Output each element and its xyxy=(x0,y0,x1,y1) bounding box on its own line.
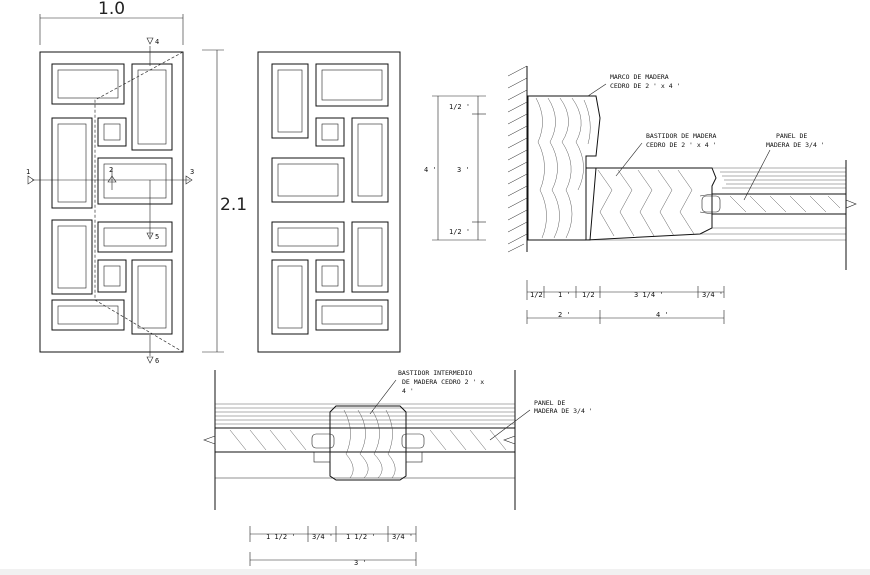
svg-text:CEDRO DE 2 ' x 4 ': CEDRO DE 2 ' x 4 ' xyxy=(646,141,716,149)
svg-text:1/2: 1/2 xyxy=(530,291,543,299)
svg-text:3 1/4 ': 3 1/4 ' xyxy=(634,291,664,299)
section-marker-right: 3 xyxy=(185,168,194,185)
mullion-section-detail: BASTIDOR INTERMEDIO DE MADERA CEDRO 2 ' … xyxy=(203,369,593,567)
section-marker-middle: 5 xyxy=(146,232,159,241)
section-marker-bottom: 6 xyxy=(146,356,159,365)
svg-text:3/4 ': 3/4 ' xyxy=(702,291,723,299)
svg-text:3/4 ': 3/4 ' xyxy=(392,533,413,541)
door-height-label: 2.1 xyxy=(220,195,247,215)
svg-text:3 ': 3 ' xyxy=(457,166,470,174)
svg-text:1/2 ': 1/2 ' xyxy=(449,228,470,236)
door-panels xyxy=(51,63,173,335)
svg-text:BASTIDOR DE MADERA: BASTIDOR DE MADERA xyxy=(646,132,717,140)
canvas-bottom-strip xyxy=(0,569,870,575)
door-width-label: 1.0 xyxy=(98,0,125,19)
svg-text:1/2 ': 1/2 ' xyxy=(449,103,470,111)
svg-text:1 ': 1 ' xyxy=(558,291,571,299)
svg-text:PANEL DE: PANEL DE xyxy=(534,399,565,407)
section-marker-left: 1 xyxy=(26,168,35,185)
svg-text:4 ': 4 ' xyxy=(402,387,414,395)
svg-text:3 ': 3 ' xyxy=(354,559,367,567)
svg-text:4 ': 4 ' xyxy=(424,166,437,174)
svg-text:MADERA DE 3/4 ': MADERA DE 3/4 ' xyxy=(534,407,593,415)
svg-text:3: 3 xyxy=(190,168,194,176)
svg-text:MARCO DE MADERA: MARCO DE MADERA xyxy=(610,73,669,81)
svg-text:4: 4 xyxy=(155,38,159,46)
svg-text:1: 1 xyxy=(26,168,30,176)
svg-text:1 1/2 ': 1 1/2 ' xyxy=(346,533,376,541)
svg-text:BASTIDOR INTERMEDIO: BASTIDOR INTERMEDIO xyxy=(398,369,472,377)
svg-text:2: 2 xyxy=(109,166,113,174)
frame-section-detail: 4 ' 1/2 ' 3 ' 1/2 ' xyxy=(424,65,857,324)
svg-text:1/2: 1/2 xyxy=(582,291,595,299)
svg-text:4 ': 4 ' xyxy=(656,311,669,319)
svg-text:5: 5 xyxy=(155,233,159,241)
svg-text:6: 6 xyxy=(155,357,159,365)
door-elevation-plain xyxy=(257,51,401,353)
section-marker-center: 2 xyxy=(107,166,117,183)
svg-text:1 1/2 ': 1 1/2 ' xyxy=(266,533,296,541)
svg-text:DE MADERA CEDRO 2 ' x: DE MADERA CEDRO 2 ' x xyxy=(402,378,484,386)
svg-text:3/4 ': 3/4 ' xyxy=(312,533,333,541)
svg-text:PANEL DE: PANEL DE xyxy=(776,132,807,140)
svg-text:MADERA DE 3/4 ': MADERA DE 3/4 ' xyxy=(766,141,825,149)
section-marker-top: 4 xyxy=(146,37,159,46)
svg-text:2 ': 2 ' xyxy=(558,311,571,319)
door-outline xyxy=(39,51,184,353)
door-elevation-sectioned: 1.0 4 1 xyxy=(26,0,247,365)
svg-text:CEDRO DE 2 ' x 4 ': CEDRO DE 2 ' x 4 ' xyxy=(610,82,680,90)
